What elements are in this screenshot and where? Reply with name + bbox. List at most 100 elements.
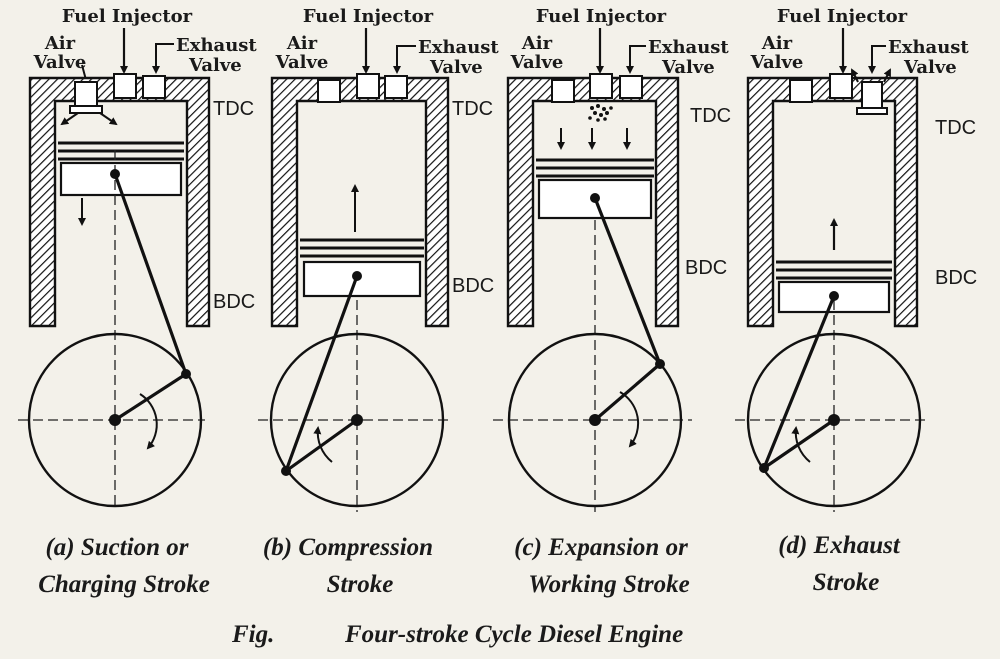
crank-pin	[759, 463, 769, 473]
crank-arm	[763, 418, 835, 470]
piston	[537, 178, 653, 220]
connecting-rod	[113, 173, 188, 375]
fuel-injector-label: Fuel Injector	[777, 6, 908, 27]
crank-arm	[285, 418, 358, 473]
exhaust-valve	[619, 75, 643, 99]
crank-circle	[746, 332, 922, 508]
exhaust-label: Exhaust	[648, 37, 729, 58]
exhaust-pointer	[152, 43, 174, 74]
tdc-label: TDC	[213, 98, 254, 120]
crank-arm	[593, 362, 662, 422]
rotation-arrow	[139, 393, 158, 450]
caption-d-line2: Stroke	[813, 569, 880, 596]
gudgeon-pin	[352, 271, 362, 281]
crank-center	[828, 414, 840, 426]
exhaust-valve	[384, 75, 408, 99]
air-valve-label: Valve	[275, 52, 329, 73]
exhaust-label: Exhaust	[176, 35, 257, 56]
caption-c-line2: Working Stroke	[528, 571, 689, 598]
gudgeon-pin	[110, 169, 120, 179]
tdc-label: TDC	[690, 105, 731, 127]
panel-b-compression: Fuel Injector Air Valve Exhaust Valve TD…	[258, 6, 499, 512]
caption-a-line1: (a) Suction or	[45, 534, 188, 561]
caption-c-line1: (c) Expansion or	[514, 534, 688, 561]
gudgeon-pin	[829, 291, 839, 301]
air-label: Air	[761, 33, 793, 54]
exhaust-pointer	[626, 45, 646, 74]
rotation-arrow	[791, 426, 811, 463]
cylinder-wall	[28, 76, 211, 328]
exhaust-pointer	[868, 45, 886, 74]
panel-c-expansion: Fuel Injector Air Valve Exhaust Valve TD…	[493, 6, 731, 512]
fuel-injector	[829, 73, 853, 99]
exhaust-flow-arrow	[883, 68, 891, 83]
crank-center	[589, 414, 601, 426]
tdc-label: TDC	[935, 117, 976, 139]
fuel-injector	[113, 73, 137, 99]
piston	[302, 260, 422, 298]
figure-prefix: Fig.	[231, 621, 274, 648]
exhaust-valve-head	[856, 107, 888, 115]
captions: (a) Suction or Charging Stroke (b) Compr…	[38, 532, 901, 648]
air-valve	[551, 79, 575, 103]
exhaust-pointer	[393, 45, 416, 74]
panel-a-suction: Fuel Injector Air Valve Exhaust Valve TD…	[18, 6, 257, 510]
gudgeon-pin	[590, 193, 600, 203]
exhaust-valve-label: Valve	[903, 57, 957, 78]
cylinder-wall	[746, 76, 919, 328]
bdc-label: BDC	[935, 267, 977, 289]
crank-pin	[281, 466, 291, 476]
crank-center	[351, 414, 363, 426]
exhaust-valve-label: Valve	[429, 57, 483, 78]
air-label: Air	[286, 33, 318, 54]
caption-b-line2: Stroke	[327, 571, 394, 598]
crank-circle	[507, 332, 683, 508]
bdc-label: BDC	[452, 275, 494, 297]
air-label: Air	[521, 33, 553, 54]
fuel-injector-label: Fuel Injector	[536, 6, 667, 27]
cylinder-wall	[506, 76, 680, 328]
air-valve-stem	[74, 81, 98, 109]
cylinder-wall	[270, 76, 450, 328]
connecting-rod	[762, 295, 836, 469]
tdc-label: TDC	[452, 98, 493, 120]
air-flow-arrow	[60, 112, 79, 126]
air-label: Air	[44, 33, 76, 54]
air-valve-label: Valve	[750, 52, 804, 73]
crank-pin	[655, 359, 665, 369]
fuel-spray	[588, 104, 613, 122]
air-flow-arrow	[99, 112, 118, 126]
exhaust-valve-label: Valve	[661, 57, 715, 78]
fuel-injector	[589, 73, 613, 99]
crank-pin	[181, 369, 191, 379]
crank-circle	[269, 332, 445, 508]
connecting-rod	[593, 197, 662, 365]
panel-d-exhaust: Fuel Injector Air Valve Exhaust Valve TD…	[735, 6, 977, 512]
fuel-injector-label: Fuel Injector	[62, 6, 193, 27]
rotation-arrow	[313, 426, 333, 463]
exhaust-valve-label: Valve	[188, 55, 242, 76]
bdc-label: BDC	[213, 291, 255, 313]
exhaust-valve-stem	[861, 81, 883, 111]
exhaust-valve	[142, 75, 166, 99]
crank-center	[109, 414, 121, 426]
connecting-rod	[284, 275, 359, 472]
exhaust-label: Exhaust	[888, 37, 969, 58]
air-valve-label: Valve	[33, 52, 87, 73]
figure-title: Four-stroke Cycle Diesel Engine	[344, 621, 683, 648]
air-valve-label: Valve	[510, 52, 564, 73]
air-valve	[789, 79, 813, 103]
fuel-injector	[356, 73, 380, 99]
fuel-injector-label: Fuel Injector	[303, 6, 434, 27]
air-valve	[317, 79, 341, 103]
exhaust-flow-arrow	[851, 68, 859, 83]
caption-b-line1: (b) Compression	[263, 534, 433, 561]
air-valve-head	[69, 105, 103, 114]
caption-a-line2: Charging Stroke	[38, 571, 210, 598]
bdc-label: BDC	[685, 257, 727, 279]
crank-circle	[27, 332, 203, 508]
exhaust-label: Exhaust	[418, 37, 499, 58]
rotation-arrow	[619, 391, 640, 448]
